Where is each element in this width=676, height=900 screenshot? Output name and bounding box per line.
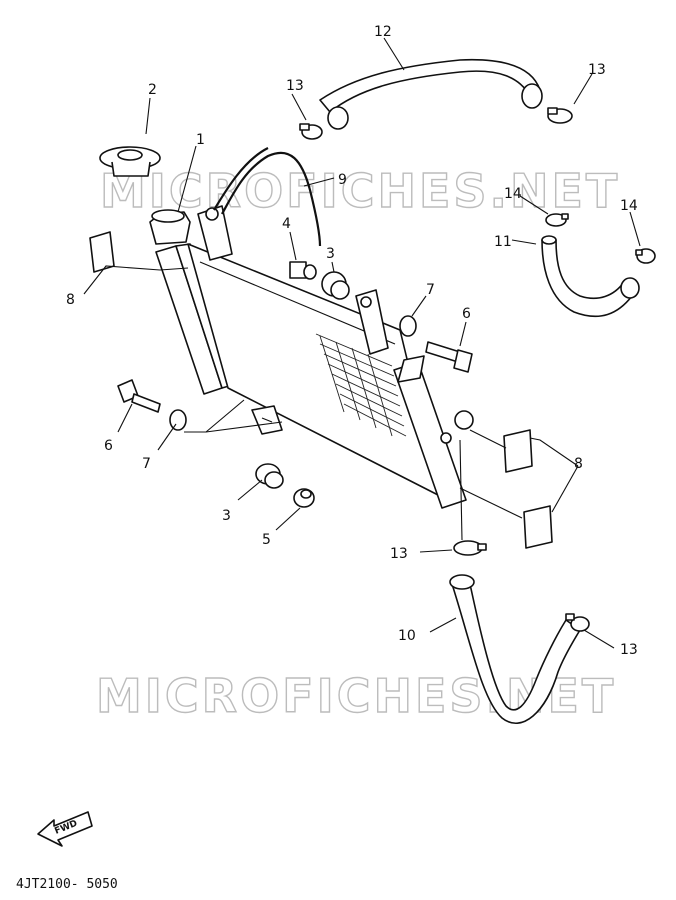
grommet	[255, 463, 284, 489]
overflow-tube	[221, 151, 322, 247]
hose-clamp-small	[635, 248, 656, 264]
pad	[503, 429, 533, 473]
right-hose	[541, 235, 640, 318]
hose-clamp	[453, 540, 487, 556]
callout-3: 3	[222, 508, 231, 524]
callout-8: 8	[66, 292, 75, 308]
collar	[289, 261, 317, 280]
callout-6: 6	[104, 438, 113, 454]
callout-10: 10	[398, 628, 416, 644]
callout-1: 1	[196, 132, 205, 148]
callout-9: 9	[338, 172, 347, 188]
callout-13: 13	[390, 546, 408, 562]
pad	[523, 505, 553, 549]
bolt	[425, 341, 473, 373]
leader-lines	[83, 37, 641, 649]
diagram-code: 4JT2100- 5050	[16, 877, 118, 892]
upper-hose	[319, 58, 543, 130]
callout-8: 8	[574, 456, 583, 472]
callout-7: 7	[142, 456, 151, 472]
callout-2: 2	[148, 82, 157, 98]
radiator-cap	[99, 146, 161, 177]
hose-clamp	[299, 123, 323, 140]
callout-13: 13	[588, 62, 606, 78]
collar	[293, 488, 315, 508]
callout-3: 3	[326, 246, 335, 262]
callout-13: 13	[620, 642, 638, 658]
fwd-arrow-icon: FWD	[37, 811, 93, 847]
callout-6: 6	[462, 306, 471, 322]
grommet	[321, 271, 350, 300]
hose-clamp	[565, 613, 590, 632]
hose-clamp-small	[545, 213, 569, 227]
callout-5: 5	[262, 532, 271, 548]
radiator-fins	[315, 333, 407, 437]
callout-4: 4	[282, 216, 291, 232]
washer	[399, 315, 417, 337]
callout-12: 12	[374, 24, 392, 40]
hose-clamp	[547, 107, 573, 124]
callout-11: 11	[494, 234, 512, 250]
bolt	[117, 379, 161, 413]
washer	[169, 409, 187, 431]
callouts: 1 2 3 3 4 5 6 6 7 7 8 8 9 10 11 12 13 13…	[66, 24, 638, 658]
radiator-assembly	[149, 205, 474, 509]
callout-7: 7	[426, 282, 435, 298]
callout-13: 13	[286, 78, 304, 94]
callout-14: 14	[620, 198, 638, 214]
callout-14: 14	[504, 186, 522, 202]
pad	[89, 231, 115, 273]
watermark-top: MICROFICHES.NET	[100, 164, 620, 218]
